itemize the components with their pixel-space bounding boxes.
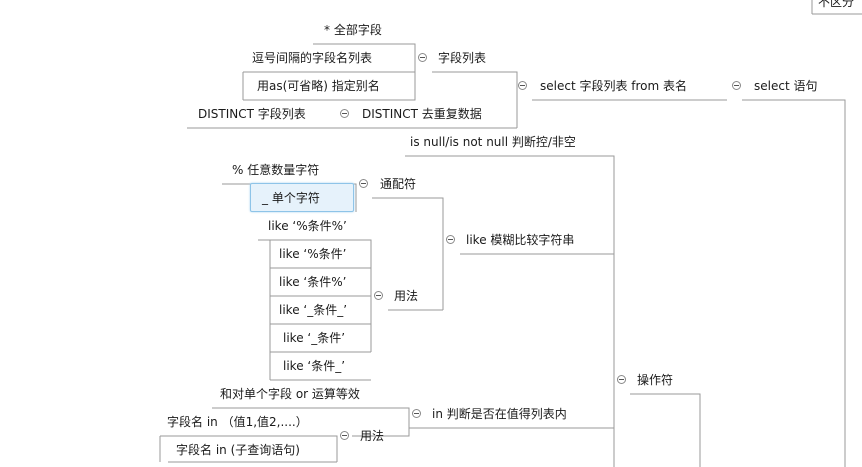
collapse-toggle-in-check[interactable]: [412, 409, 421, 418]
node-select-from[interactable]: select 字段列表 from 表名: [540, 79, 688, 93]
node-wildcard[interactable]: 通配符: [380, 177, 417, 191]
connector-top-right: [811, 0, 862, 15]
node-all-fields[interactable]: * 全部字段: [324, 23, 382, 37]
connector-all-fields: [313, 43, 416, 72]
node-in-values[interactable]: 字段名 in （值1,值2,....）: [167, 415, 308, 429]
node-like-1[interactable]: like ‘%条件%’: [268, 219, 347, 233]
node-percent-wildcard[interactable]: % 任意数量字符: [232, 163, 320, 177]
node-distinct-list[interactable]: DISTINCT 字段列表: [198, 107, 306, 121]
connector-like-2: [269, 240, 371, 380]
collapse-toggle-wildcard[interactable]: [359, 179, 368, 188]
connector-alias: [242, 72, 416, 101]
collapse-toggle-select-stmt[interactable]: [732, 81, 741, 90]
connector-select-stmt: [516, 72, 846, 467]
node-in-subquery[interactable]: 字段名 in (子查询语句): [176, 443, 300, 457]
node-field-list[interactable]: 字段列表: [438, 51, 487, 65]
node-like-4[interactable]: like ‘_条件_’: [279, 303, 348, 317]
node-like-6[interactable]: like ‘条件_’: [283, 359, 346, 373]
node-in-check[interactable]: in 判断是否在值得列表内: [432, 407, 567, 421]
collapse-toggle-usage-like[interactable]: [374, 291, 383, 300]
connector-in-values: [159, 435, 338, 462]
node-operators[interactable]: 操作符: [637, 373, 674, 387]
node-comma-fields[interactable]: 逗号间隔的字段名列表: [252, 51, 373, 65]
node-like-compare[interactable]: like 模糊比较字符串: [466, 233, 575, 247]
collapse-toggle-like-compare[interactable]: [446, 235, 455, 244]
node-alias[interactable]: 用as(可省略) 指定别名: [257, 79, 380, 93]
connector-like-1: [258, 239, 372, 352]
node-like-2[interactable]: like ‘%条件’: [279, 247, 347, 261]
node-select-stmt[interactable]: select 语句: [754, 79, 818, 93]
node-like-5[interactable]: like ‘_条件’: [283, 331, 346, 345]
node-like-3[interactable]: like ‘条件%’: [279, 275, 347, 289]
collapse-toggle-operators[interactable]: [617, 375, 626, 384]
node-usage-like[interactable]: 用法: [394, 289, 419, 303]
collapse-toggle-usage-in[interactable]: [340, 431, 349, 440]
node-distinct-dedupe[interactable]: DISTINCT 去重复数据: [362, 107, 482, 121]
connector-is-null: [405, 155, 615, 467]
collapse-toggle-field-list[interactable]: [418, 53, 427, 62]
connector-usage-in: [352, 427, 614, 437]
connector-or-equivalent: [212, 407, 410, 428]
node-top-right-fragment[interactable]: 不区分: [818, 0, 855, 9]
node-or-equivalent[interactable]: 和对单个字段 or 运算等效: [220, 387, 360, 401]
node-usage-in[interactable]: 用法: [360, 429, 385, 443]
collapse-toggle-distinct[interactable]: [340, 109, 349, 118]
connector-wildcard: [372, 197, 444, 310]
collapse-toggle-select-from[interactable]: [518, 81, 527, 90]
node-is-null[interactable]: is null/is not null 判断控/非空: [410, 135, 576, 149]
connector-operators: [630, 393, 701, 467]
selected-node-highlight: [250, 183, 354, 212]
node-underscore-wildcard[interactable]: _ 单个字符: [262, 191, 320, 205]
